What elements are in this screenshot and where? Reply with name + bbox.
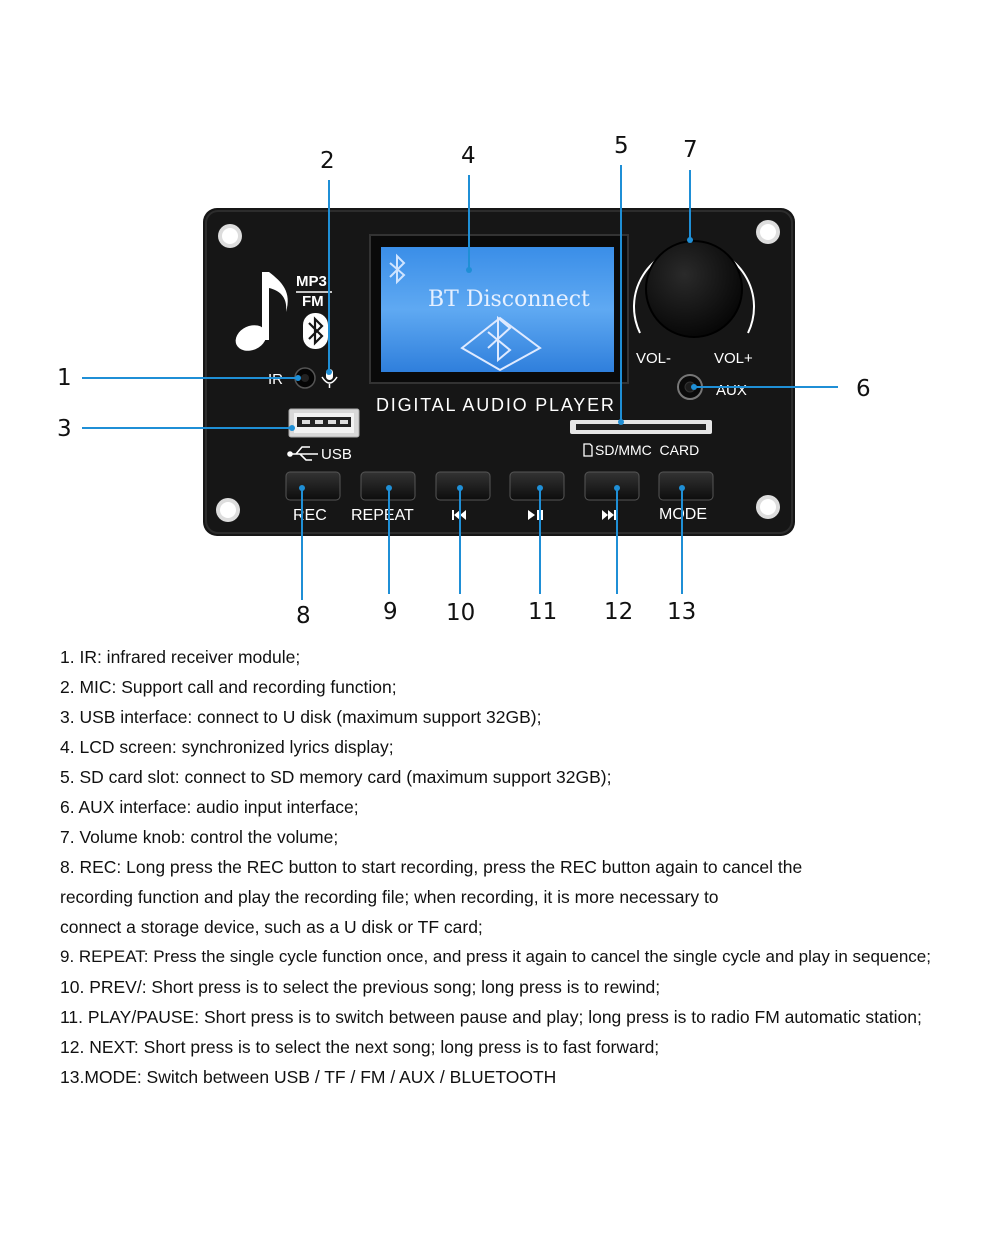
music-note-icon <box>235 272 288 351</box>
callout-number-2: 2 <box>320 148 335 174</box>
vol-plus-label: VOL+ <box>714 350 753 367</box>
callout-number-3: 3 <box>57 416 72 442</box>
usb-label: USB <box>321 446 352 463</box>
callout-number-10: 10 <box>446 600 475 626</box>
description-line: connect a storage device, such as a U di… <box>60 917 483 937</box>
usb-symbol-icon <box>287 446 318 461</box>
description-line: 11. PLAY/PAUSE: Short press is to switch… <box>60 1007 922 1027</box>
rec-button-label: REC <box>293 507 327 524</box>
bluetooth-logo-icon <box>303 313 328 349</box>
feature-description-list: 1. IR: infrared receiver module; 2. MIC:… <box>60 642 990 1092</box>
sd-card-icon <box>583 443 593 457</box>
ir-label: IR <box>268 371 283 388</box>
rec-button[interactable] <box>285 471 341 501</box>
description-line: 9. REPEAT: Press the single cycle functi… <box>60 947 931 966</box>
play-pause-icon <box>528 510 543 520</box>
mounting-hole <box>756 495 780 519</box>
callout-number-13: 13 <box>667 599 696 625</box>
mode-button[interactable] <box>658 471 714 501</box>
description-line: 8. REC: Long press the REC button to sta… <box>60 857 803 877</box>
product-label: DIGITAL AUDIO PLAYER <box>376 395 616 415</box>
callout-number-12: 12 <box>604 599 633 625</box>
callout-number-1: 1 <box>57 365 72 391</box>
description-line: 7. Volume knob: control the volume; <box>60 827 339 847</box>
mp3-logo-text: MP3 <box>296 273 327 290</box>
volume-knob[interactable] <box>645 240 743 338</box>
callout-number-4: 4 <box>461 143 476 169</box>
callout-number-6: 6 <box>856 376 871 402</box>
lcd-status-text: BT Disconnect <box>428 287 590 312</box>
sd-card-slot[interactable] <box>570 420 712 434</box>
mounting-hole <box>216 498 240 522</box>
prev-icon <box>452 510 466 520</box>
description-line: 5. SD card slot: connect to SD memory ca… <box>60 767 612 787</box>
fm-logo-text: FM <box>302 293 324 310</box>
mounting-hole <box>218 224 242 248</box>
description-line: 3. USB interface: connect to U disk (max… <box>60 707 542 727</box>
lcd-bluetooth-graphic <box>460 315 542 372</box>
repeat-button-label: REPEAT <box>351 507 414 524</box>
callout-number-5: 5 <box>614 133 629 159</box>
lcd-bluetooth-icon <box>389 253 406 285</box>
description-line: recording function and play the recordin… <box>60 887 719 907</box>
description-line: 6. AUX interface: audio input interface; <box>60 797 359 817</box>
callout-number-7: 7 <box>683 137 698 163</box>
callout-number-8: 8 <box>296 603 311 629</box>
usb-port[interactable] <box>288 408 360 438</box>
description-line: 10. PREV/: Short press is to select the … <box>60 977 661 997</box>
aux-label: AUX <box>716 382 747 399</box>
description-line: 12. NEXT: Short press is to select the n… <box>60 1037 660 1057</box>
play-pause-button[interactable] <box>509 471 565 501</box>
description-line: 13.MODE: Switch between USB / TF / FM / … <box>60 1067 557 1087</box>
description-line: 2. MIC: Support call and recording funct… <box>60 677 397 697</box>
description-line: 4. LCD screen: synchronized lyrics displ… <box>60 737 394 757</box>
description-line: 1. IR: infrared receiver module; <box>60 647 301 667</box>
sd-card-label: SD/MMC CARD <box>595 442 699 458</box>
next-button[interactable] <box>584 471 640 501</box>
prev-button[interactable] <box>435 471 491 501</box>
mounting-hole <box>756 220 780 244</box>
callout-number-11: 11 <box>528 599 557 625</box>
callout-number-9: 9 <box>383 599 398 625</box>
next-icon <box>602 510 616 520</box>
vol-minus-label: VOL- <box>636 350 671 367</box>
player-board-diagram: MP3 FM IR BT Disconnect DIGITAL AUDIO PL… <box>57 133 871 629</box>
